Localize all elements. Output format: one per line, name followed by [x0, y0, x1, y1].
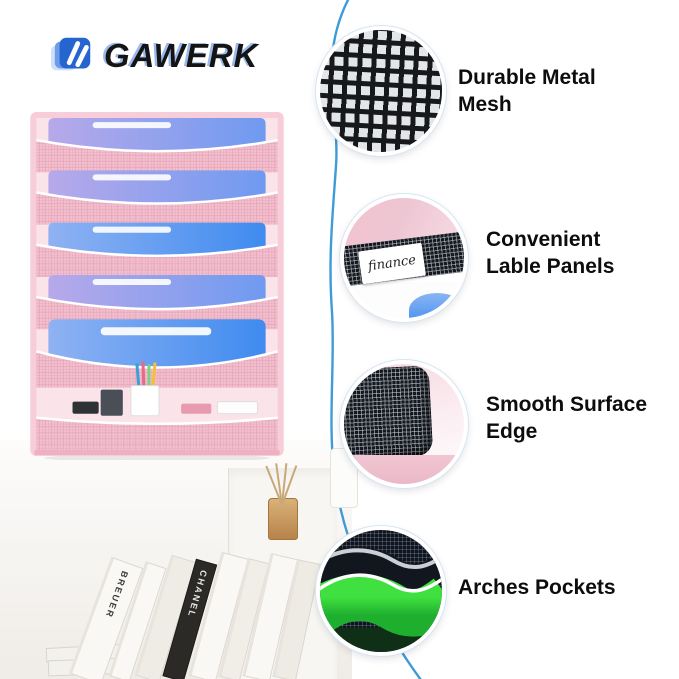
feature-smooth-surface-edge: Smooth Surface Edge: [486, 393, 648, 444]
callout-photo-label-panel: finance: [340, 194, 468, 322]
edge-mesh-closeup: [344, 364, 433, 461]
book-spine-label: BREUER: [103, 569, 130, 620]
brand-logo: GAWERK: [50, 36, 259, 76]
book-stack: BREUER CHANEL: [45, 546, 321, 679]
label-card: finance: [357, 242, 426, 285]
feature-durable-metal-mesh: Durable Metal Mesh: [458, 66, 596, 117]
callout-photo-metal-mesh: [316, 26, 446, 156]
label-card-text: finance: [366, 252, 417, 275]
arch-pocket-closeup: [320, 547, 442, 652]
edge-pink-surface: [344, 455, 464, 484]
feature-label-panels: Convenient Lable Panels: [486, 228, 615, 279]
blue-folder-closeup: [408, 293, 464, 318]
callout-photo-surface-edge: [340, 360, 468, 488]
feature-arches-pockets: Arches Pockets: [458, 576, 616, 599]
callout-photo-arches-pockets: [316, 526, 446, 656]
brand-logo-icon: [50, 37, 91, 71]
mesh-closeup: [320, 30, 442, 152]
reed-diffuser: [265, 463, 298, 540]
brand-name: GAWERK: [104, 37, 259, 74]
wall-organizer-photo: [30, 112, 284, 460]
